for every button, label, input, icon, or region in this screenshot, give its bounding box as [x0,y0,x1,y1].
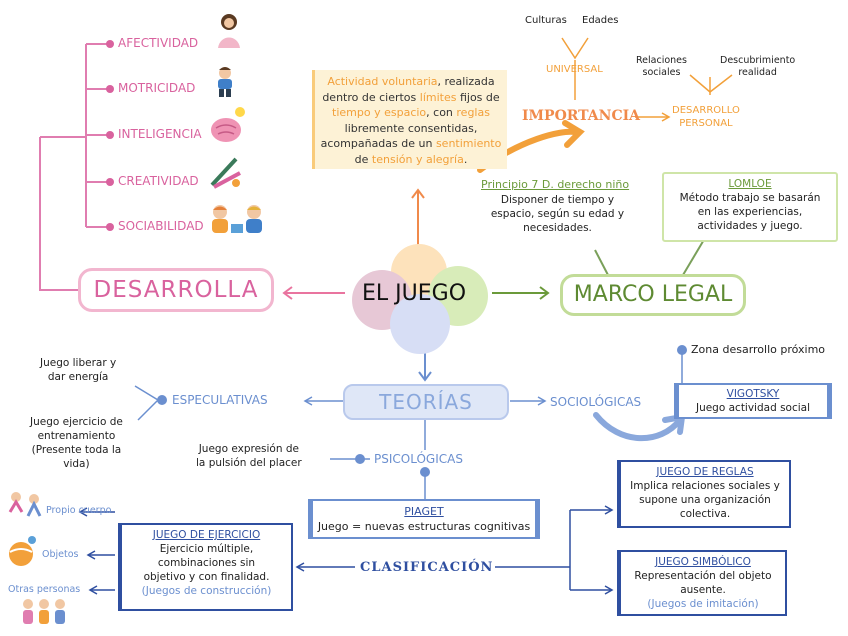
reglas-box: JUEGO DE REGLAS Implica relaciones socia… [617,460,791,528]
item-creatividad: CREATIVIDAD [118,174,199,188]
definition-line-2: dentro de ciertos límites fijos de [322,90,500,104]
marco-legal-box: MARCO LEGAL [560,274,746,316]
desarrolla-label: DESARROLLA [93,277,259,303]
definition-box: Actividad voluntaria, realizada dentro d… [312,70,507,169]
item-motricidad: MOTRICIDAD [118,81,196,95]
piaget-text: Juego = nuevas estructuras cognitivas [317,520,531,533]
edades-label: Edades [582,15,619,26]
importancia-label: IMPORTANCIA [522,108,641,124]
vigotsky-text: Juego actividad social [695,402,811,414]
paint-icon [210,157,241,189]
target-otras-personas: Otras personas [8,584,81,595]
definition-line-5: acompañadas de un sentimiento [320,137,502,150]
boy-icon [218,67,232,97]
ejercicio-note: (Juegos de construcción) [141,585,272,597]
piaget-title: PIAGET [404,505,444,518]
item-afectividad: AFECTIVIDAD [118,36,199,50]
simbolico-title: JUEGO SIMBÓLICO [655,556,751,568]
target-propio-cuerpo: Propio cuerpo [46,505,112,516]
girl-icon [218,14,240,48]
clasificacion-label: CLASIFICACIÓN [360,560,494,575]
ball-icon [9,536,36,566]
group-icon [23,599,65,624]
teorias-box: TEORÍAS [343,384,509,420]
psicologicas-label: PSICOLÓGICAS [374,452,463,466]
brain-icon [211,107,245,142]
culturas-label: Culturas [525,15,567,26]
ejercicio-box: JUEGO DE EJERCICIO Ejercicio múltiple,co… [118,523,293,611]
simbolico-note: (Juegos de imitación) [647,598,759,610]
teorias-label: TEORÍAS [379,390,473,414]
universal-label: UNIVERSAL [546,64,603,75]
target-objetos: Objetos [42,549,79,560]
especulativas-label: ESPECULATIVAS [172,393,268,407]
definition-line-4: libremente consentidas, [344,121,478,135]
vigotsky-box: VIGOTSKY Juego actividad social [674,383,832,419]
simbolico-box: JUEGO SIMBÓLICO Representación del objet… [617,550,787,616]
jump-icon [8,492,42,517]
principio-title: Principio 7 D. derecho niño [481,178,630,191]
vigotsky-title: VIGOTSKY [726,388,780,400]
zona-label: Zona desarrollo próximo [691,343,826,356]
desarrolla-box: DESARROLLA [78,268,274,312]
item-sociabilidad: SOCIABILIDAD [118,219,204,233]
lomloe-title: LOMLOE [728,178,772,190]
definition-line-1: Actividad voluntaria, realizada [327,75,495,88]
center-title: EL JUEGO [362,281,467,306]
item-inteligencia: INTELIGENCIA [118,127,202,141]
reglas-title: JUEGO DE REGLAS [656,466,754,478]
sociologicas-label: SOCIOLÓGICAS [550,395,642,409]
piaget-box: PIAGET Juego = nuevas estructuras cognit… [308,499,540,539]
definition-line-6: de tensión y alegría. [354,152,468,166]
marco-legal-label: MARCO LEGAL [573,282,733,307]
kids-icon [212,205,262,233]
ejercicio-title: JUEGO DE EJERCICIO [152,529,261,541]
center-flower [352,244,488,354]
definition-line-3: tiempo y espacio, con reglas [332,106,490,119]
